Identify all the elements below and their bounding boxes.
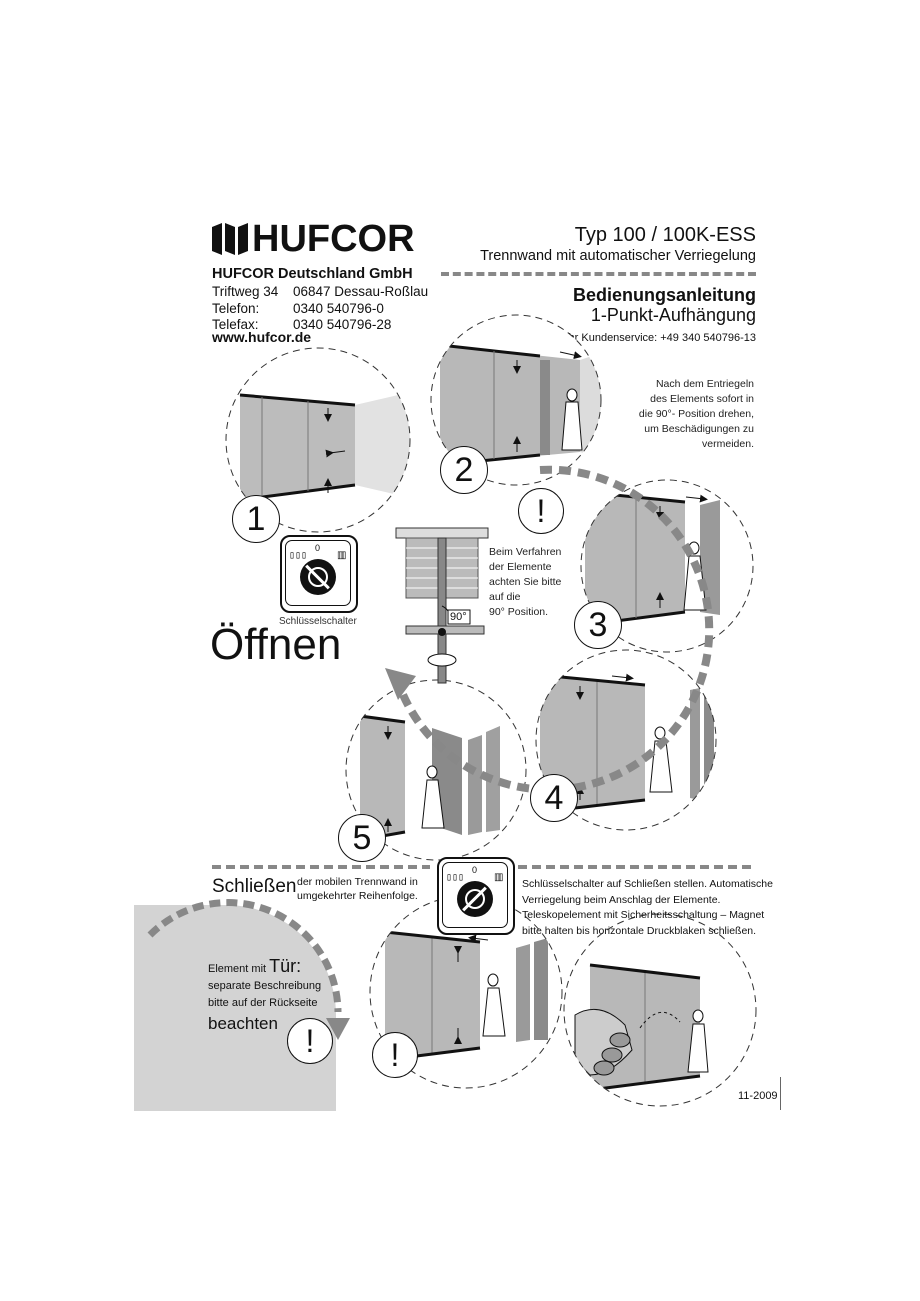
- opening-title: Öffnen: [210, 620, 342, 669]
- step-2-number: 2: [454, 451, 474, 489]
- door-note-line3: bitte auf der Rückseite: [208, 997, 318, 1009]
- closing-subtitle: der mobilen Trennwand in umgekehrter Rei…: [297, 875, 418, 903]
- door-note-prefix: Element mit: [208, 963, 270, 975]
- closing-alert-mark: !: [390, 1037, 400, 1073]
- door-alert-icon: !: [287, 1018, 333, 1064]
- fax-label: Telefax:: [212, 317, 259, 332]
- closing-note-line: Verriegelung beim Anschlag der Elemente.: [522, 893, 721, 906]
- company-name: HUFCOR Deutschland GmbH: [212, 266, 413, 282]
- door-note: Element mit Tür: separate Beschreibung b…: [208, 956, 322, 1033]
- product-type: Typ 100 / 100K-ESS: [574, 224, 756, 246]
- step-2-scene: [431, 315, 601, 485]
- switch-right-mark: ▥: [337, 550, 347, 561]
- phone-value: 0340 540796-0: [293, 300, 384, 316]
- street-label: Triftweg 34: [212, 284, 279, 299]
- step-1-frame: [225, 347, 411, 533]
- step-3-badge: 3: [574, 601, 622, 649]
- step-5-frame: [345, 679, 527, 861]
- street-value: 06847 Dessau-Roßlau: [293, 284, 429, 299]
- rotate-note-line: des Elements sofort in: [650, 393, 754, 405]
- key-lock-icon-2: [457, 881, 493, 917]
- step-3-number: 3: [588, 606, 608, 644]
- key-switch-close[interactable]: 0 ▯▯▯ ▥: [437, 857, 515, 935]
- key-lock-icon: [300, 559, 336, 595]
- closing-scene-right: [564, 914, 756, 1106]
- door-note-line4: beachten: [208, 1014, 278, 1033]
- hufcor-logo: HUFCOR: [212, 220, 415, 258]
- rotate-note-line: Nach dem Entriegeln: [655, 378, 754, 390]
- document-date: 11-2009: [738, 1090, 778, 1102]
- product-subtitle: Trennwand mit automatischer Verriegelung: [480, 248, 756, 264]
- step-2-badge: 2: [440, 446, 488, 494]
- closing-subtitle-line: der mobilen Trennwand in: [297, 876, 418, 888]
- switch-left-mark: ▯▯▯: [289, 550, 308, 561]
- customer-service: Ihr Kundenservice: +49 340 540796-13: [565, 332, 756, 344]
- switch-zero-label-2: 0: [472, 865, 478, 875]
- closing-frame-right: [563, 913, 757, 1107]
- closing-title: Schließen: [212, 876, 297, 897]
- closing-note-line: Schlüsselschalter auf Schließen stellen.…: [522, 878, 773, 890]
- step-1-number: 1: [246, 500, 266, 538]
- mounting-type: 1-Punkt-Aufhängung: [590, 305, 756, 325]
- position-note: Beim Verfahren der Elemente achten Sie b…: [489, 545, 561, 620]
- position-note-line: Beim Verfahren: [489, 546, 562, 558]
- position-note-line: auf die: [489, 591, 521, 603]
- opening-alert-icon: !: [518, 488, 564, 534]
- closing-frame-left: [369, 895, 563, 1089]
- brand-name: HUFCOR: [252, 218, 415, 260]
- closing-note-line: Teleskopelement mit Sicherheitsschaltung…: [522, 909, 765, 921]
- angle-label: 90°: [450, 611, 467, 623]
- closing-subtitle-line: umgekehrter Reihenfolge.: [297, 890, 418, 902]
- rotate-note-line: um Beschädigungen zu: [644, 423, 754, 435]
- step-5-badge: 5: [338, 814, 386, 862]
- footer-divider: [780, 1077, 781, 1110]
- fax-value: 0340 540796-28: [293, 317, 392, 332]
- step-4-number: 4: [544, 779, 564, 817]
- hufcor-logo-mark-icon: [212, 223, 248, 255]
- switch-right-mark-2: ▥: [494, 872, 504, 883]
- position-note-line: achten Sie bitte: [489, 576, 562, 588]
- header-divider: [441, 272, 756, 276]
- rotate-note-line: die 90°- Position drehen,: [638, 408, 754, 420]
- phone-label: Telefon:: [212, 300, 260, 316]
- closing-note: Schlüsselschalter auf Schließen stellen.…: [522, 877, 773, 939]
- step-4-badge: 4: [530, 774, 578, 822]
- switch-left-mark-2: ▯▯▯: [446, 872, 465, 883]
- process-arrow: [394, 465, 714, 794]
- company-address: Triftweg 34 06847 Dessau-Roßlau Telefon: 0…: [212, 284, 428, 334]
- step-4-frame: [535, 649, 717, 831]
- rotate-note-line: vermeiden.: [702, 438, 754, 450]
- opening-alert-mark: !: [536, 493, 546, 529]
- key-switch-open[interactable]: 0 ▯▯▯ ▥: [280, 535, 358, 613]
- step-5-number: 5: [352, 819, 372, 857]
- position-note-line: 90° Position.: [489, 606, 549, 618]
- position-note-line: der Elemente: [489, 561, 552, 573]
- door-note-tuer: Tür:: [269, 956, 302, 976]
- key-switch-label: Schlüsselschalter: [279, 616, 357, 627]
- door-info-panel: [134, 905, 336, 1111]
- element-stack: [395, 527, 489, 684]
- website-link[interactable]: www.hufcor.de: [212, 329, 312, 345]
- rotate-note: Nach dem Entriegeln des Elements sofort …: [639, 377, 754, 452]
- closing-note-line: bitte halten bis horizontale Druckblaken…: [522, 924, 757, 937]
- step-2-frame: [430, 314, 602, 486]
- step-1-badge: 1: [232, 495, 280, 543]
- step-3-frame: [580, 479, 754, 653]
- manual-title: Bedienungsanleitung: [572, 285, 756, 305]
- door-alert-mark: !: [305, 1023, 315, 1059]
- closing-alert-icon: !: [372, 1032, 418, 1078]
- switch-zero-label: 0: [315, 543, 321, 553]
- door-note-line2: separate Beschreibung: [208, 980, 322, 992]
